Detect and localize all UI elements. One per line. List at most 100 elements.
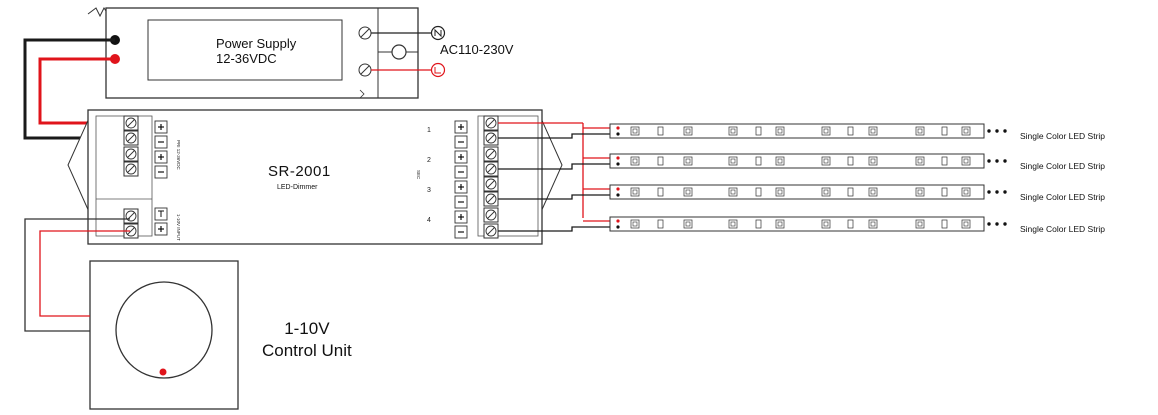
led-chip-icon — [775, 219, 785, 229]
dimmer-model: SR-2001 — [268, 163, 331, 180]
continuation-dot-icon — [1003, 190, 1007, 194]
led-chip-icon — [775, 156, 785, 166]
resistor-icon — [941, 187, 948, 197]
led-chip-icon — [630, 126, 640, 136]
led-strips — [609, 123, 1007, 232]
resistor-icon — [847, 219, 854, 229]
continuation-dot-icon — [987, 222, 991, 226]
resistor-icon — [657, 156, 664, 166]
led-chip-icon — [821, 219, 831, 229]
power-supply-title: Power Supply — [216, 36, 297, 51]
led-chip-icon — [961, 156, 971, 166]
channel-2-label: 2 — [427, 157, 431, 164]
power-supply — [87, 7, 419, 99]
resistor-icon — [657, 219, 664, 229]
continuation-dot-icon — [1003, 129, 1007, 133]
led-chip-icon — [775, 126, 785, 136]
strip-label-2: Single Color LED Strip — [1020, 161, 1106, 171]
channel-4-label: 4 — [427, 217, 431, 224]
continuation-dot-icon — [1003, 222, 1007, 226]
resistor-icon — [941, 219, 948, 229]
power-supply-voltage: 12-36VDC — [216, 51, 277, 66]
continuation-dot-icon — [995, 129, 999, 133]
led-chip-icon — [961, 219, 971, 229]
led-chip-icon — [821, 156, 831, 166]
control-positive-wire — [39, 230, 130, 317]
power-supply-label: Power Supply 12-36VDC — [216, 36, 296, 66]
led-chip-icon — [728, 126, 738, 136]
positive-supply-wire — [38, 57, 130, 125]
resistor-icon — [755, 219, 762, 229]
continuation-dot-icon — [987, 159, 991, 163]
led-chip-icon — [630, 187, 640, 197]
polarity-symbols — [154, 120, 468, 239]
channel-3-label: 3 — [427, 187, 431, 194]
control-unit — [89, 260, 239, 410]
mains-voltage-label: AC110-230V — [440, 42, 514, 57]
live-terminal-icon — [430, 62, 446, 78]
led-strip — [609, 153, 985, 169]
led-chip-icon — [683, 156, 693, 166]
control-input-label: 1-10V INPUT — [176, 214, 181, 241]
resistor-icon — [755, 187, 762, 197]
led-strip — [609, 184, 985, 200]
led-chip-icon — [630, 156, 640, 166]
control-unit-range: 1-10V — [284, 319, 330, 338]
strip-label-4: Single Color LED Strip — [1020, 224, 1106, 234]
led-chip-icon — [868, 156, 878, 166]
strip-negative-wire — [498, 163, 612, 170]
continuation-dot-icon — [987, 190, 991, 194]
led-chip-icon — [915, 156, 925, 166]
resistor-icon — [847, 126, 854, 136]
control-unit-label: 1-10V Control Unit — [262, 318, 352, 362]
resistor-icon — [847, 187, 854, 197]
continuation-dot-icon — [995, 159, 999, 163]
resistor-icon — [941, 156, 948, 166]
output-wires — [498, 122, 612, 232]
led-chip-icon — [868, 219, 878, 229]
dimmer-knob-icon — [115, 281, 213, 379]
led-chip-icon — [961, 187, 971, 197]
resistor-icon — [941, 126, 948, 136]
continuation-dot-icon — [1003, 159, 1007, 163]
led-chip-icon — [683, 126, 693, 136]
led-chip-icon — [868, 126, 878, 136]
led-chip-icon — [868, 187, 878, 197]
negative-supply-wire — [23, 38, 130, 140]
led-chip-icon — [915, 187, 925, 197]
continuation-dot-icon — [995, 222, 999, 226]
mains-connection — [371, 25, 446, 78]
led-strip — [609, 123, 985, 139]
led-chip-icon — [915, 126, 925, 136]
strip-label-3: Single Color LED Strip — [1020, 192, 1106, 202]
dimmer-subtitle: LED-Dimmer — [277, 184, 318, 191]
led-chip-icon — [683, 187, 693, 197]
strip-negative-wire — [498, 194, 612, 200]
resistor-icon — [847, 156, 854, 166]
resistor-icon — [657, 126, 664, 136]
led-chip-icon — [683, 219, 693, 229]
led-strip — [609, 216, 985, 232]
led-chip-icon — [728, 156, 738, 166]
led-chip-icon — [728, 219, 738, 229]
resistor-icon — [755, 126, 762, 136]
led-chip-icon — [821, 126, 831, 136]
strip-negative-wire — [498, 226, 612, 232]
input-label: PRI 12-36VDC — [176, 140, 181, 170]
channel-1-label: 1 — [427, 127, 431, 134]
led-chip-icon — [728, 187, 738, 197]
led-chip-icon — [915, 219, 925, 229]
continuation-dot-icon — [987, 129, 991, 133]
led-chip-icon — [630, 219, 640, 229]
output-terminal-block — [483, 115, 499, 239]
led-chip-icon — [775, 187, 785, 197]
led-chip-icon — [961, 126, 971, 136]
control-terminal-block — [123, 208, 139, 239]
resistor-icon — [657, 187, 664, 197]
led-chip-icon — [821, 187, 831, 197]
control-unit-title: Control Unit — [262, 341, 352, 360]
continuation-dot-icon — [995, 190, 999, 194]
strip-negative-wire — [498, 133, 612, 139]
output-label: SEC — [416, 170, 421, 180]
